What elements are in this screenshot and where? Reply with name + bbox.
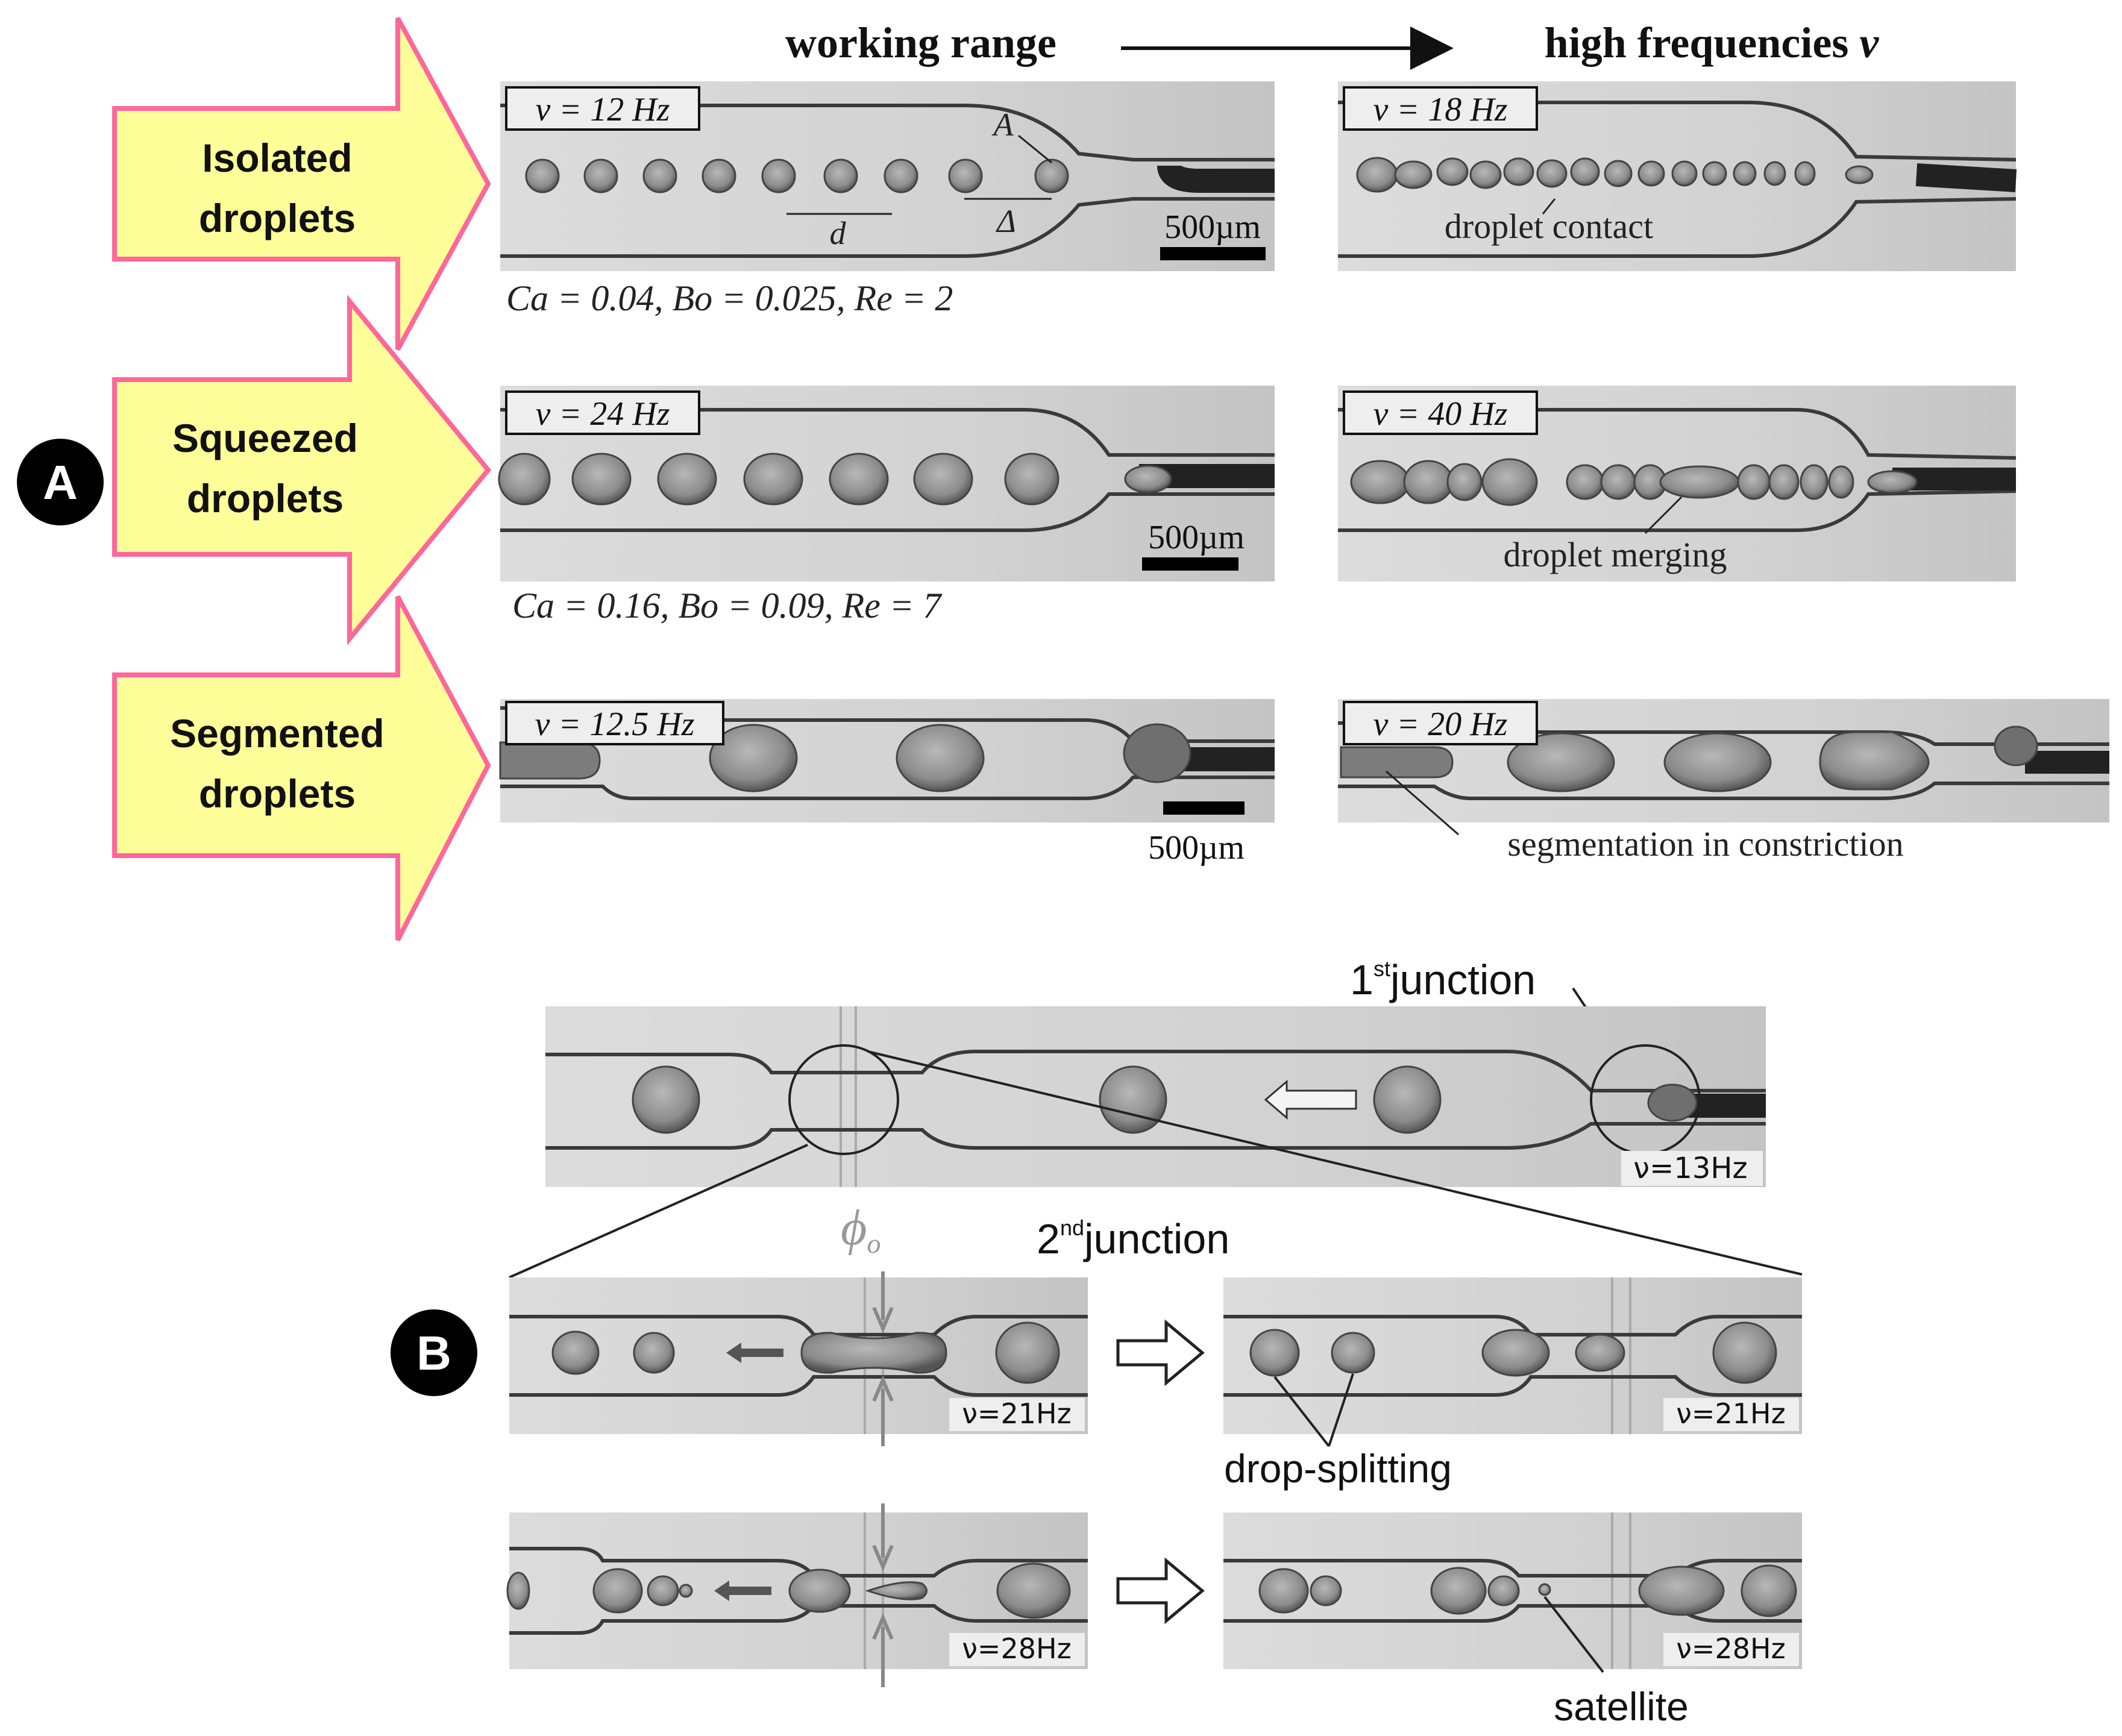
row2-right-freq: ν = 40 Hz xyxy=(1373,395,1508,433)
arrow-squeezed-label-2: droplets xyxy=(187,476,344,521)
photo-b-row1-right: ν=21Hz xyxy=(1223,1277,1802,1434)
second-junction-label: 2ndjunction xyxy=(1037,1215,1229,1262)
row2-right-annotation: droplet merging xyxy=(1503,535,1727,574)
b-row2-right-freq: ν=28Hz xyxy=(1676,1632,1786,1665)
row1-right-annotation: droplet contact xyxy=(1445,207,1653,246)
b-row1-right-freq: ν=21Hz xyxy=(1676,1397,1786,1430)
panel-a-marker-circle xyxy=(17,439,104,525)
dim-delta-label: Δ xyxy=(996,203,1016,239)
first-junction-label: 1stjunction xyxy=(1350,956,1536,1003)
arrow-isolated-label-1: Isolated xyxy=(202,136,352,180)
flow-direction-arrow xyxy=(1264,1079,1357,1120)
junction-inflow-arrows-row2 xyxy=(872,1503,894,1687)
b-row2-left-freq: ν=28Hz xyxy=(962,1632,1072,1665)
photo-b-row1-left: ν=21Hz xyxy=(509,1277,1088,1434)
arrow-segmented: Segmented droplets xyxy=(112,595,491,941)
row3-scale-bar xyxy=(1163,801,1245,815)
second-junction-text: junction xyxy=(1083,1215,1229,1262)
satellite-label: satellite xyxy=(1554,1684,1689,1729)
row1-right-droplets xyxy=(1356,157,1874,193)
arrow-squeezed-label-1: Squeezed xyxy=(172,416,358,460)
first-junction-sup: st xyxy=(1373,956,1390,981)
b-row1-left-droplets xyxy=(551,1321,1060,1384)
junction-inflow-arrows-row1 xyxy=(872,1271,894,1446)
row1-scale-label: 500µm xyxy=(1164,208,1261,246)
photo-row3-right: ν = 20 Hz xyxy=(1338,699,2109,836)
header-high-frequencies: high frequencies ν xyxy=(1545,19,1880,67)
photo-row1-left: d Δ A ν = 12 Hz 500µm xyxy=(500,81,1275,271)
row3-right-droplets xyxy=(1340,725,2038,792)
row2-params: Ca = 0.16, Bo = 0.09, Re = 7 xyxy=(512,586,943,625)
first-junction-text: junction xyxy=(1389,956,1536,1003)
phi-symbol: ϕ xyxy=(841,1200,867,1256)
photo-row1-right: ν = 18 Hz droplet contact xyxy=(1338,81,2017,271)
row1-right-freq: ν = 18 Hz xyxy=(1373,91,1508,128)
b-row2-left-droplets xyxy=(506,1562,1071,1619)
photo-b-row2-left: ν=28Hz xyxy=(506,1512,1088,1669)
arrow-segmented-label-2: droplets xyxy=(199,771,356,816)
panel-b-marker-label: B xyxy=(416,1326,451,1380)
b-top-droplets xyxy=(632,1065,1698,1134)
dim-a-label: A xyxy=(992,107,1014,143)
row2-right-droplets xyxy=(1350,458,1918,506)
arrow-squeezed: Squeezed droplets xyxy=(112,294,492,646)
row3-left-droplets xyxy=(499,723,1191,792)
panel-a-marker-label: A xyxy=(43,456,78,509)
dim-d-label: d xyxy=(830,215,847,251)
phi-label: ϕo xyxy=(841,1200,881,1259)
drop-splitting-leader-1 xyxy=(1273,1376,1330,1447)
photo-b-top: ν=13Hz xyxy=(545,1006,1766,1187)
photo-row2-right: ν = 40 Hz droplet merging xyxy=(1338,386,2017,581)
header-working-range: working range xyxy=(785,19,1056,67)
zoom-line-right xyxy=(867,1050,1803,1276)
row3-scale-label: 500µm xyxy=(1148,829,1245,866)
photo-row3-left: ν = 12.5 Hz xyxy=(499,699,1275,823)
row1-scale-bar xyxy=(1160,247,1266,260)
satellite-leader xyxy=(1543,1596,1604,1673)
header-nu-symbol: ν xyxy=(1859,19,1879,67)
header-high-frequencies-text: high frequencies xyxy=(1545,19,1849,67)
row2-scale-label: 500µm xyxy=(1148,519,1245,556)
transition-arrow-row2 xyxy=(1116,1557,1205,1625)
arrow-segmented-label-1: Segmented xyxy=(170,711,385,756)
row2-left-droplets xyxy=(498,453,1172,506)
photo-row2-left: ν = 24 Hz 500µm xyxy=(498,386,1275,581)
drop-splitting-label: drop-splitting xyxy=(1224,1446,1452,1491)
arrow-isolated-label-2: droplets xyxy=(199,196,356,240)
row2-left-freq: ν = 24 Hz xyxy=(536,395,670,433)
row3-right-freq: ν = 20 Hz xyxy=(1373,706,1508,743)
row1-left-droplets xyxy=(525,158,1069,193)
b-top-freq: ν=13Hz xyxy=(1633,1152,1747,1185)
b-row1-left-freq: ν=21Hz xyxy=(962,1397,1072,1430)
row2-scale-bar xyxy=(1142,557,1238,571)
second-junction-sup: nd xyxy=(1060,1215,1084,1240)
panel-b-marker-circle xyxy=(391,1309,477,1396)
phi-subscript: o xyxy=(867,1228,881,1259)
photo-b-row2-right: ν=28Hz xyxy=(1223,1512,1802,1669)
row3-left-freq: ν = 12.5 Hz xyxy=(535,706,695,743)
first-junction-number: 1 xyxy=(1350,956,1373,1003)
second-junction-circle xyxy=(788,1044,899,1155)
row3-right-annotation: segmentation in constriction xyxy=(1507,824,1903,863)
drop-splitting-leader-2 xyxy=(1328,1373,1354,1447)
arrow-isolated: Isolated droplets xyxy=(112,17,491,351)
row1-left-freq: ν = 12 Hz xyxy=(536,91,670,128)
transition-arrow-row1 xyxy=(1116,1319,1205,1387)
b-row1-right-droplets xyxy=(1249,1321,1777,1384)
b-row2-right-droplets xyxy=(1258,1564,1797,1617)
zoom-line-left xyxy=(509,1144,808,1279)
row1-params: Ca = 0.04, Bo = 0.025, Re = 2 xyxy=(506,278,953,318)
second-junction-number: 2 xyxy=(1037,1215,1060,1262)
